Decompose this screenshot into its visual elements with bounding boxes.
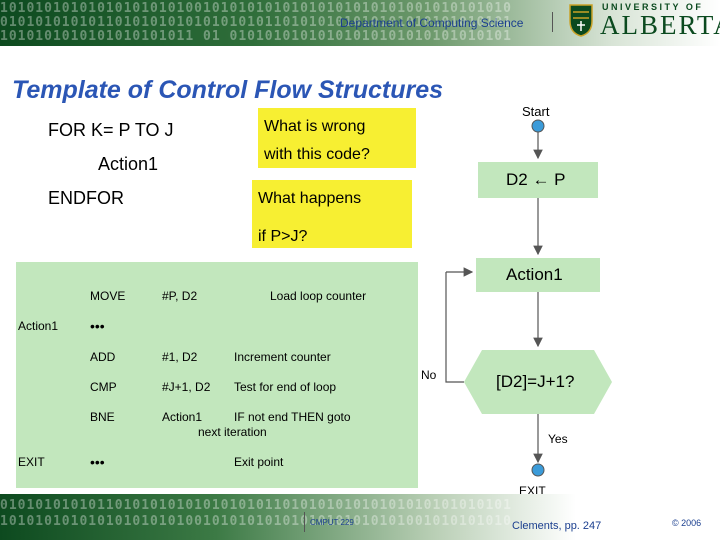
flow-start-label: Start xyxy=(522,104,550,119)
flow-decision-node xyxy=(464,350,612,414)
question-note-line: What happens xyxy=(258,190,362,207)
asm-op: MOVE xyxy=(90,289,126,303)
question-note-line: What is wrong xyxy=(264,118,366,135)
flow-init-box xyxy=(478,162,598,198)
binary-pattern-row: 1010101010101010101010010101010101010101… xyxy=(0,1,512,16)
binary-pattern-row: 0101010101011010101010101010101101010101… xyxy=(0,15,512,30)
asm-comment: Increment counter xyxy=(234,350,331,364)
binary-pattern-row: 1010101010101010101011 01 01010101010101… xyxy=(0,29,512,44)
question-note-happens xyxy=(252,180,412,248)
binary-pattern-row: 0101010101011010101010101010101101010101… xyxy=(0,498,512,513)
asm-comment: Exit point xyxy=(234,455,284,469)
university-crest-icon xyxy=(569,4,593,37)
asm-comment: Test for end of loop xyxy=(234,380,337,394)
flow-decision-label: [D2]=J+1? xyxy=(496,372,575,391)
logo-university-of: UNIVERSITY OF xyxy=(602,2,704,12)
asm-label: EXIT xyxy=(18,455,45,469)
asm-arg: #1, D2 xyxy=(162,350,198,364)
binary-pattern-row: 1010101010101010101010010101010101010101… xyxy=(0,514,512,529)
flow-loop-line xyxy=(445,272,464,383)
asm-comment: next iteration xyxy=(198,425,267,439)
logo-alberta: ALBERTA xyxy=(600,10,720,40)
page-title: Template of Control Flow Structures xyxy=(12,76,444,104)
asm-op: CMP xyxy=(90,380,117,394)
asm-op: ADD xyxy=(90,350,116,364)
flow-init-label: D2 ← P xyxy=(506,170,566,189)
asm-arg: #P, D2 xyxy=(162,289,198,303)
footer-divider xyxy=(304,512,305,532)
asm-label: Action1 xyxy=(18,319,59,333)
citation: Clements, pp. 247 xyxy=(512,520,602,532)
flow-action-label: Action1 xyxy=(506,265,563,284)
question-note-line: with this code? xyxy=(264,146,370,163)
asm-ellipsis: ••• xyxy=(90,454,105,470)
asm-arg: Action1 xyxy=(162,410,203,424)
department-name: Department of Computing Science xyxy=(340,16,524,30)
asm-arg: #J+1, D2 xyxy=(162,380,211,394)
flow-start-node xyxy=(531,119,545,133)
pseudocode-action: Action1 xyxy=(98,154,159,174)
asm-op: BNE xyxy=(90,410,115,424)
copyright: © 2006 xyxy=(672,518,702,528)
header-divider xyxy=(552,12,553,32)
flow-exit-node xyxy=(531,463,545,477)
footer-banner: 0101010101011010101010101010101101010101… xyxy=(0,494,720,540)
course-code: CMPUT 229 xyxy=(310,518,354,527)
header-banner: 1010101010101010101010010101010101010101… xyxy=(0,0,720,46)
assembly-code-block xyxy=(16,262,418,488)
flow-yes-label: Yes xyxy=(548,432,568,446)
question-note-wrong xyxy=(258,108,416,168)
flow-action-box xyxy=(476,258,600,292)
flow-no-label: No xyxy=(421,368,437,382)
asm-comment: Load loop counter xyxy=(270,289,367,303)
asm-ellipsis: ••• xyxy=(90,318,105,334)
pseudocode-for: FOR K= P TO J xyxy=(48,120,174,140)
pseudocode-endfor: ENDFOR xyxy=(48,188,124,208)
question-note-line: if P>J? xyxy=(258,228,308,245)
asm-comment: IF not end THEN goto xyxy=(234,410,351,424)
